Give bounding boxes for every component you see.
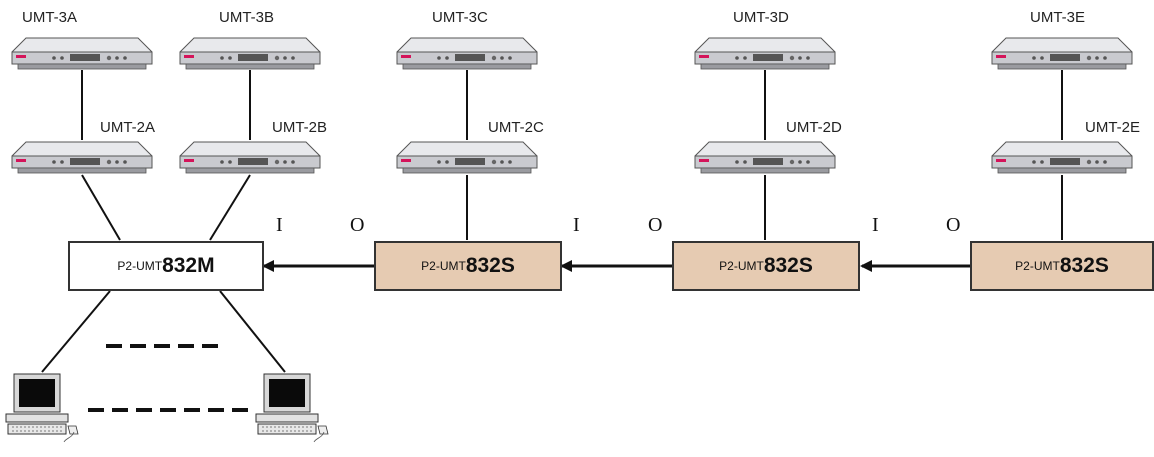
label-umt-3d: UMT-3D xyxy=(733,9,789,26)
device-umt-3d xyxy=(695,38,835,69)
port-label-in-1: I xyxy=(276,214,283,237)
workstation-right-icon xyxy=(256,374,328,442)
device-umt-3e xyxy=(992,38,1132,69)
label-umt-3e: UMT-3E xyxy=(1030,9,1085,26)
device-umt-2b xyxy=(180,142,320,173)
device-umt-2e xyxy=(992,142,1132,173)
label-umt-3b: UMT-3B xyxy=(219,9,274,26)
label-umt-2a: UMT-2A xyxy=(100,119,155,136)
device-umt-2a xyxy=(12,142,152,173)
label-umt-2b: UMT-2B xyxy=(272,119,327,136)
master-switch-model: 832M xyxy=(162,254,215,278)
device-umt-3c xyxy=(397,38,537,69)
label-umt-3c: UMT-3C xyxy=(432,9,488,26)
master-switch-prefix: P2-UMT xyxy=(117,259,162,273)
device-umt-2d xyxy=(695,142,835,173)
slave-switch-d-prefix: P2-UMT xyxy=(719,259,764,273)
port-label-out-1: O xyxy=(350,214,364,237)
link-2a-master xyxy=(82,175,120,240)
link-master-pc-left xyxy=(42,291,110,372)
device-umt-2c xyxy=(397,142,537,173)
port-label-in-2: I xyxy=(573,214,580,237)
label-umt-2c: UMT-2C xyxy=(488,119,544,136)
link-2b-master xyxy=(210,175,250,240)
port-label-out-3: O xyxy=(946,214,960,237)
label-umt-2e: UMT-2E xyxy=(1085,119,1140,136)
slave-switch-e-model: 832S xyxy=(1060,254,1109,278)
slave-switch-c-model: 832S xyxy=(466,254,515,278)
slave-switch-c-prefix: P2-UMT xyxy=(421,259,466,273)
label-umt-3a: UMT-3A xyxy=(22,9,77,26)
device-umt-3b xyxy=(180,38,320,69)
device-umt-3a xyxy=(12,38,152,69)
workstation-left-icon xyxy=(6,374,78,442)
port-label-in-3: I xyxy=(872,214,879,237)
link-master-pc-right xyxy=(220,291,285,372)
slave-switch-e-prefix: P2-UMT xyxy=(1015,259,1060,273)
port-label-out-2: O xyxy=(648,214,662,237)
slave-switch-d-model: 832S xyxy=(764,254,813,278)
label-umt-2d: UMT-2D xyxy=(786,119,842,136)
